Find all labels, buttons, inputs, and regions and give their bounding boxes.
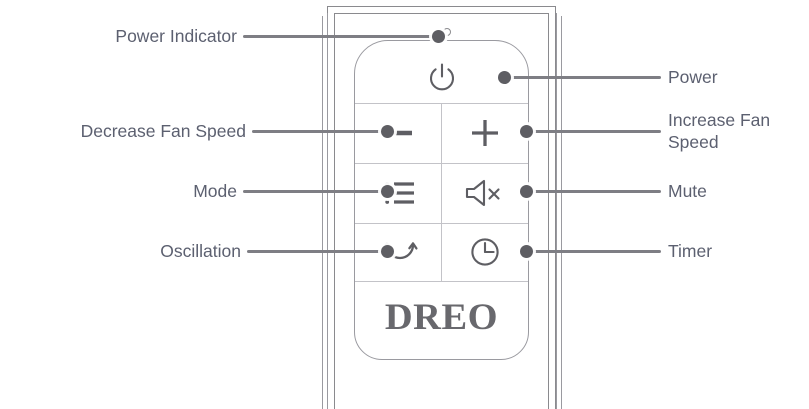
- remote-left-rail-outer: [322, 16, 323, 409]
- power-button[interactable]: [411, 56, 473, 100]
- brand-logo: DREO: [384, 297, 499, 338]
- label-power: Power: [668, 67, 718, 87]
- leader-dot-oscillation: [381, 245, 394, 258]
- power-icon: [425, 61, 459, 95]
- plus-icon: [469, 117, 501, 149]
- label-increase-fan-speed: Increase Fan Speed: [668, 110, 771, 152]
- leader-dot-mode: [381, 185, 394, 198]
- keypad-divider-column: [441, 103, 442, 281]
- increase-fan-speed-button[interactable]: [443, 105, 527, 161]
- leader-line-increase-fan-speed: [526, 130, 661, 133]
- speaker-mute-icon: [464, 178, 506, 208]
- leader-dot-mute: [520, 185, 533, 198]
- leader-dot-power: [498, 71, 511, 84]
- leader-dot-decrease-fan-speed: [381, 125, 394, 138]
- remote-left-rail-inner: [327, 13, 328, 409]
- leader-line-mute: [526, 190, 661, 193]
- label-mute: Mute: [668, 181, 707, 201]
- label-mode: Mode: [193, 181, 237, 201]
- label-timer: Timer: [668, 241, 713, 261]
- leader-line-timer: [526, 250, 661, 253]
- leader-line-mode: [243, 190, 388, 193]
- label-decrease-fan-speed: Decrease Fan Speed: [80, 121, 246, 141]
- remote-right-rail-inner: [556, 13, 557, 409]
- leader-dot-timer: [520, 245, 533, 258]
- leader-dot-power-indicator: [432, 30, 445, 43]
- leader-line-oscillation: [247, 250, 388, 253]
- mode-button[interactable]: [360, 165, 440, 221]
- leader-line-power: [504, 76, 661, 79]
- leader-line-decrease-fan-speed: [252, 130, 388, 133]
- decrease-fan-speed-button[interactable]: [360, 105, 440, 161]
- label-oscillation: Oscillation: [160, 241, 241, 261]
- clock-icon: [469, 236, 501, 268]
- leader-line-power-indicator: [243, 35, 439, 38]
- remote-right-rail-outer: [561, 16, 562, 409]
- timer-button[interactable]: [443, 224, 527, 280]
- keypad-divider-row4: [355, 281, 528, 282]
- label-power-indicator: Power Indicator: [115, 26, 237, 46]
- leader-dot-increase-fan-speed: [520, 125, 533, 138]
- mute-button[interactable]: [443, 165, 527, 221]
